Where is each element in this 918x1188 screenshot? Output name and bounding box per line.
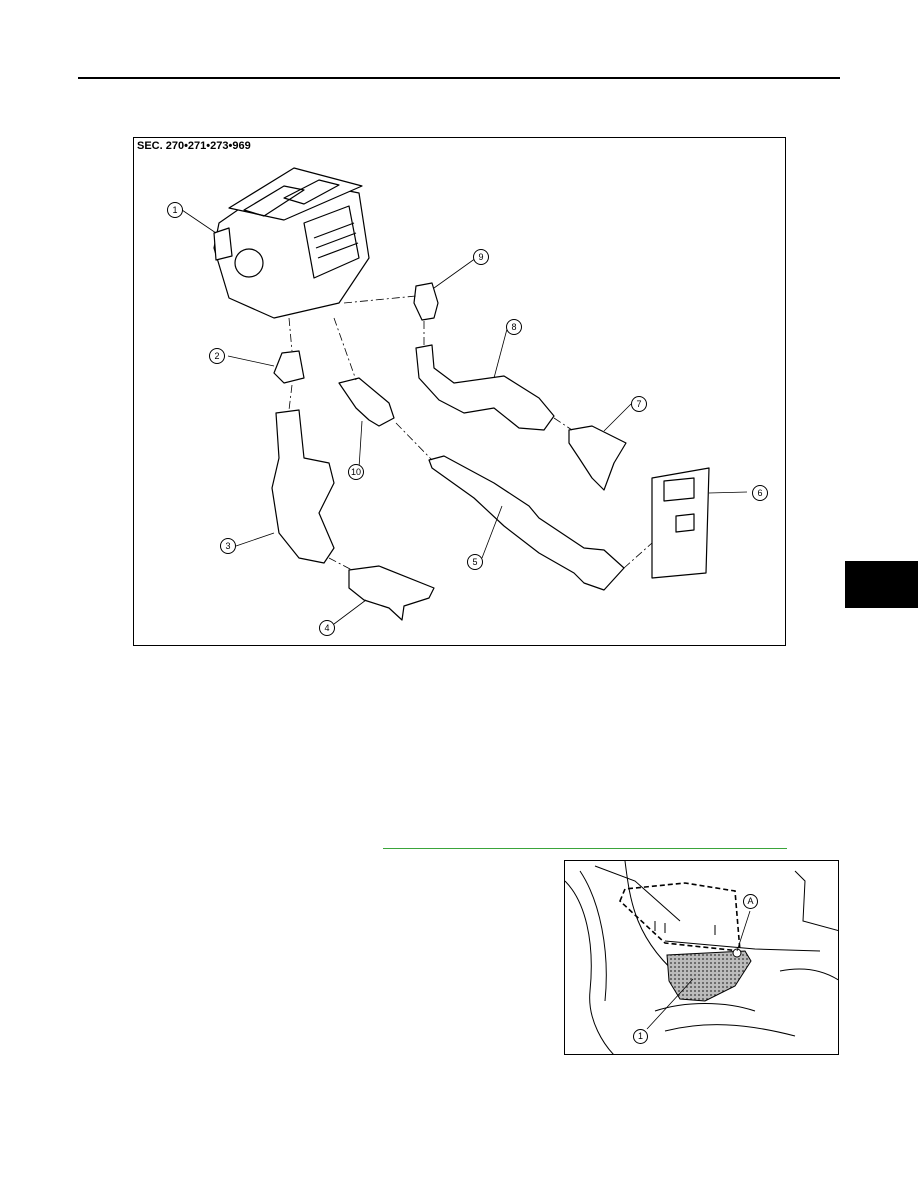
photo-illustration <box>565 861 838 1054</box>
callout-10: 10 <box>348 464 364 480</box>
callout-1: 1 <box>167 202 183 218</box>
installation-photo: A 1 <box>564 860 839 1055</box>
callout-8: 8 <box>506 319 522 335</box>
callout-5: 5 <box>467 554 483 570</box>
duct-10-part <box>338 377 395 427</box>
duct-parts-drawing <box>181 167 748 625</box>
rear-vent-grille-6-part <box>651 467 710 579</box>
duct-3-part <box>271 409 335 564</box>
callout-3: 3 <box>220 538 236 554</box>
section-tab <box>845 561 918 608</box>
heater-unit-part <box>213 167 370 319</box>
section-label: SEC. 270•271•273•969 <box>137 140 251 152</box>
duct-7-part <box>568 425 627 491</box>
callout-6: 6 <box>752 485 768 501</box>
floor-duct-4-part <box>348 565 435 621</box>
grille-part <box>666 950 752 1002</box>
duct-2-part <box>273 350 305 384</box>
callout-2: 2 <box>209 348 225 364</box>
callout-4: 4 <box>319 620 335 636</box>
rear-floor-duct-5-part <box>428 455 625 591</box>
callout-7: 7 <box>631 396 647 412</box>
exploded-diagram: SEC. 270•271•273•969 <box>133 137 786 646</box>
callout-9: 9 <box>473 249 489 265</box>
header-rule <box>78 77 840 79</box>
rear-duct-8-part <box>415 344 555 431</box>
link-underline <box>383 848 787 849</box>
photo-callout-1: 1 <box>633 1029 648 1044</box>
duct-9-part <box>413 282 439 321</box>
photo-callout-a: A <box>743 894 758 909</box>
